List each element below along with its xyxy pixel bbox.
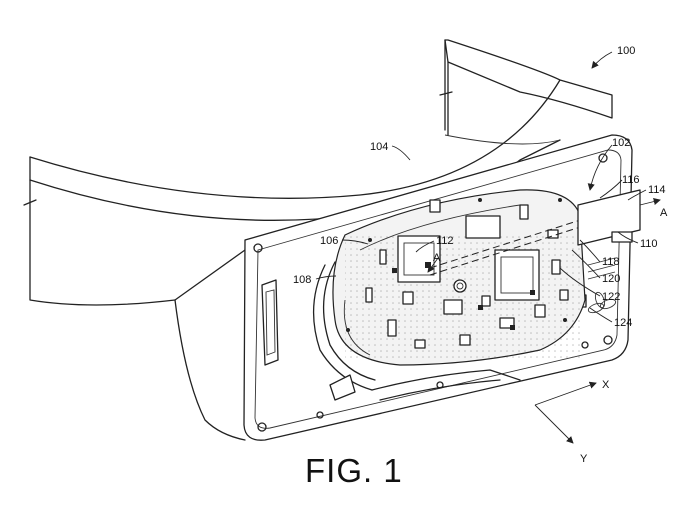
ref-106: 106 [320, 235, 338, 247]
axis-y-label: Y [580, 453, 588, 465]
axis-x-label: X [602, 379, 610, 391]
ref-114: 114 [648, 184, 666, 196]
axes-indicator: X Y [534, 379, 610, 465]
circuit-board [332, 189, 586, 366]
ref-112: 112 [436, 235, 454, 247]
ref-102: 102 [612, 137, 630, 149]
section-mark-a-left: A [433, 252, 441, 264]
reference-numerals: 100 104 102 116 114 A 110 118 120 122 12… [293, 45, 668, 329]
section-line-a-a [427, 198, 661, 276]
ref-110: 110 [640, 238, 658, 250]
optical-module [577, 189, 641, 246]
fan-icon [587, 291, 617, 314]
ref-116: 116 [622, 174, 640, 186]
section-mark-a-right: A [660, 207, 668, 219]
ref-104: 104 [370, 141, 388, 153]
ref-118: 118 [602, 256, 620, 268]
figure-caption: FIG. 1 [305, 452, 403, 489]
ref-120: 120 [602, 273, 620, 285]
ref-100: 100 [617, 45, 635, 57]
lens-bracket [312, 261, 521, 401]
ref-124: 124 [614, 317, 632, 329]
ref-122: 122 [602, 291, 620, 303]
ref-108: 108 [293, 274, 311, 286]
